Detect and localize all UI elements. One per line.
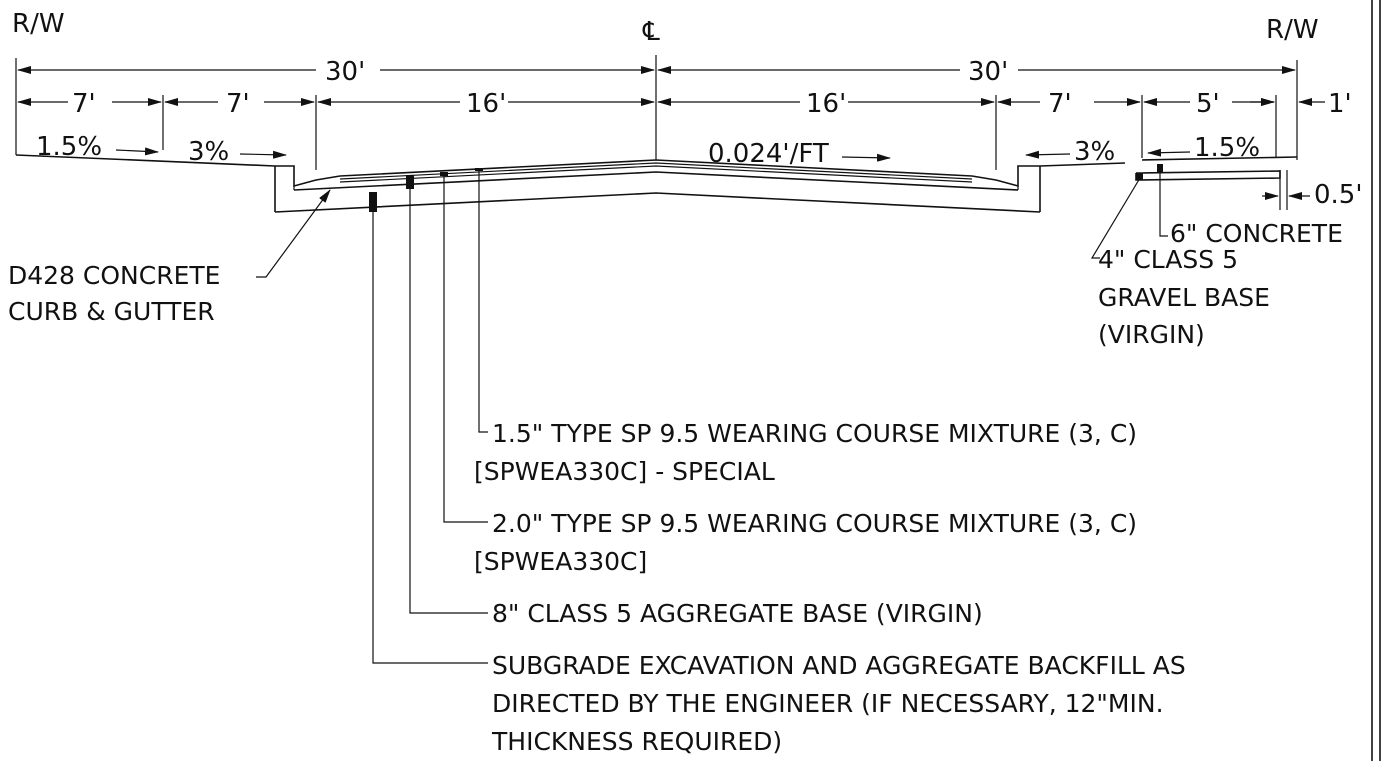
wear15-callout-line2: [SPWEA330C] - SPECIAL	[474, 457, 775, 486]
left-boulevard-2-label: 7'	[226, 89, 250, 119]
left-lane-label: 16'	[466, 89, 506, 119]
curb-callout-line2: CURB & GUTTER	[8, 297, 215, 326]
pavement-section	[274, 159, 1041, 213]
slope-arrow	[115, 147, 159, 156]
rw-left-label: R/W	[12, 9, 65, 39]
right-lane-label: 16'	[806, 89, 846, 119]
concrete-callout: 6" CONCRETE	[1170, 219, 1343, 248]
slope-center-label: 0.024'/FT	[708, 139, 829, 169]
wear15-marker	[475, 168, 483, 171]
half-width-right-label: 30'	[968, 57, 1008, 87]
aggbase-leader	[409, 188, 488, 614]
rw-right-label: R/W	[1266, 15, 1319, 45]
gravel-leader	[1090, 177, 1141, 259]
half-width-left-label: 30'	[325, 57, 365, 87]
subgrade-callout-line3: THICKNESS REQUIRED)	[491, 727, 782, 756]
slope-arrow	[239, 150, 287, 159]
subgrade-leader	[372, 211, 488, 664]
wear15-leader	[478, 170, 488, 433]
wear20-callout-line2: [SPWEA330C]	[474, 547, 647, 576]
gravel-callout-line1: 4" CLASS 5	[1098, 245, 1238, 274]
wear20-marker	[440, 172, 448, 176]
subgrade-marker	[369, 192, 377, 212]
right-offset-label: 1'	[1328, 89, 1352, 119]
subgrade-callout-line2: DIRECTED BY THE ENGINEER (IF NECESSARY, …	[492, 689, 1164, 718]
slope-arrow	[841, 153, 891, 162]
ground-line-left	[15, 154, 276, 167]
right-boulevard-label: 7'	[1048, 89, 1072, 119]
slope-right-1-label: 3%	[1074, 137, 1115, 167]
slope-arrow	[1025, 150, 1071, 159]
sidewalk-section	[1135, 164, 1288, 210]
wear20-callout-line1: 2.0" TYPE SP 9.5 WEARING COURSE MIXTURE …	[492, 509, 1137, 538]
left-boulevard-1-label: 7'	[72, 89, 96, 119]
curb-leader	[256, 189, 331, 278]
aggbase-callout: 8" CLASS 5 AGGREGATE BASE (VIRGIN)	[492, 599, 983, 628]
centerline-symbol: ℄	[642, 17, 660, 47]
wear20-leader	[443, 175, 488, 523]
curb-callout-line1: D428 CONCRETE	[8, 261, 220, 290]
wear15-callout-line1: 1.5" TYPE SP 9.5 WEARING COURSE MIXTURE …	[492, 419, 1137, 448]
ground-line-right	[1039, 162, 1126, 167]
gravel-callout-line3: (VIRGIN)	[1098, 320, 1205, 349]
right-walk-label: 5'	[1196, 89, 1220, 119]
subgrade-callout-line1: SUBGRADE EXCAVATION AND AGGREGATE BACKFI…	[492, 651, 1186, 680]
concrete-leader	[1159, 178, 1168, 237]
gravel-callout-line2: GRAVEL BASE	[1098, 283, 1270, 312]
aggbase-marker	[406, 175, 414, 189]
walk-offset-label: 0.5'	[1314, 180, 1363, 210]
ground-line-right	[1141, 156, 1298, 161]
slope-arrow	[1147, 148, 1191, 157]
